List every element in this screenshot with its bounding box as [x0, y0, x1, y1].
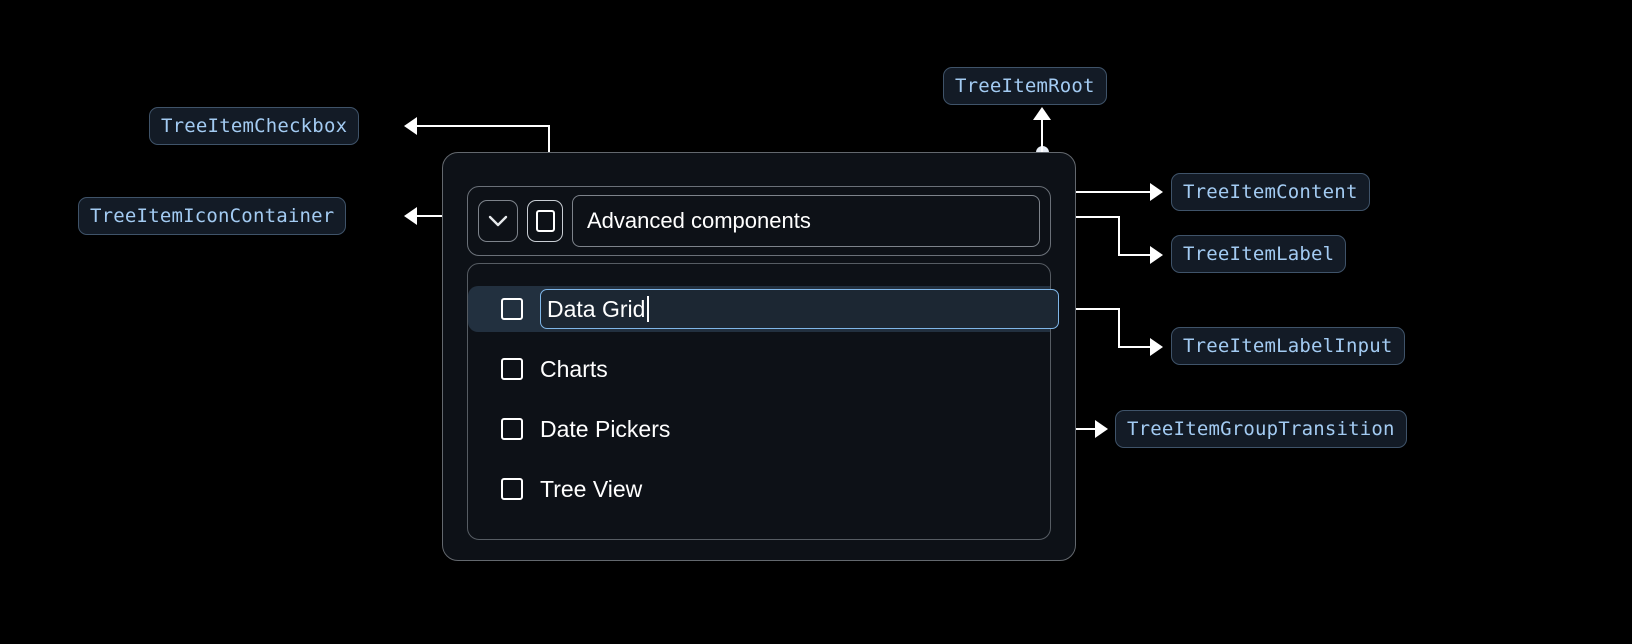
tree-row-date-pickers[interactable]: Date Pickers [468, 406, 1050, 452]
annotation-badge-tree-item-root: TreeItemRoot [943, 67, 1107, 105]
annotation-badge-tree-item-icon-container: TreeItemIconContainer [78, 197, 347, 235]
connector-arrow-root [1033, 107, 1051, 120]
checkbox-unchecked-icon[interactable] [501, 298, 523, 320]
chevron-down-icon [488, 215, 508, 227]
connector-arrow-icon-container [404, 207, 417, 225]
text-caret [647, 296, 650, 322]
tree-item-label-input-value: Data Grid [547, 295, 646, 322]
tree-item-icon-container[interactable] [478, 200, 518, 242]
connector-line-label-input-h2 [1118, 346, 1152, 348]
checkbox-unchecked-icon[interactable] [501, 478, 523, 500]
tree-item-content[interactable]: Advanced components [467, 186, 1051, 256]
annotation-label: TreeItemCheckbox [161, 115, 348, 137]
annotation-label: TreeItemIconContainer [90, 205, 335, 227]
connector-line-checkbox-h [416, 125, 550, 127]
tree-row-tree-view[interactable]: Tree View [468, 466, 1050, 512]
annotation-label: TreeItemLabel [1183, 243, 1335, 265]
checkbox-unchecked-icon[interactable] [501, 418, 523, 440]
tree-item-label-text: Advanced components [587, 208, 811, 233]
connector-arrow-group-transition [1095, 420, 1108, 438]
tree-item-label-text: Tree View [540, 475, 643, 502]
annotation-badge-tree-item-label: TreeItemLabel [1171, 235, 1347, 273]
tree-item-checkbox[interactable] [527, 200, 563, 242]
annotation-label: TreeItemGroupTransition [1127, 418, 1395, 440]
connector-arrow-content [1150, 183, 1163, 201]
annotation-label: TreeItemContent [1183, 181, 1358, 203]
annotation-label: TreeItemLabelInput [1183, 335, 1393, 357]
connector-line-root [1041, 118, 1043, 152]
annotation-badge-tree-item-label-input: TreeItemLabelInput [1171, 327, 1405, 365]
connector-line-label-h2 [1118, 254, 1152, 256]
connector-line-label-v [1118, 216, 1120, 256]
checkbox-unchecked-icon [535, 210, 555, 232]
tree-item-label[interactable]: Advanced components [572, 195, 1040, 247]
connector-arrow-label-input [1150, 338, 1163, 356]
checkbox-unchecked-icon[interactable] [501, 358, 523, 380]
connector-arrow-label [1150, 246, 1163, 264]
connector-line-content [1057, 191, 1152, 193]
tree-item-label-text: Date Pickers [540, 415, 671, 442]
connector-line-label-input-h1 [1043, 308, 1120, 310]
tree-item-label-input[interactable]: Data Grid [540, 289, 1059, 329]
connector-line-label-input-v [1118, 308, 1120, 348]
tree-item-label-text: Charts [540, 355, 608, 382]
annotation-badge-tree-item-content: TreeItemContent [1171, 173, 1370, 211]
connector-line-group-transition [1057, 428, 1097, 430]
connector-arrow-checkbox [404, 117, 417, 135]
tree-item-group-transition: Data Grid Charts Date Pickers Tree View [467, 263, 1059, 540]
connector-line-label-h1 [1043, 216, 1120, 218]
annotation-badge-tree-item-checkbox: TreeItemCheckbox [149, 107, 360, 145]
tree-row-data-grid[interactable]: Data Grid [468, 286, 1059, 332]
tree-row-charts[interactable]: Charts [468, 346, 1050, 392]
annotation-badge-tree-item-group-transition: TreeItemGroupTransition [1115, 410, 1407, 448]
annotation-label: TreeItemRoot [955, 75, 1095, 97]
tree-item-root[interactable]: Advanced components Data Grid Charts Dat… [442, 152, 1076, 561]
